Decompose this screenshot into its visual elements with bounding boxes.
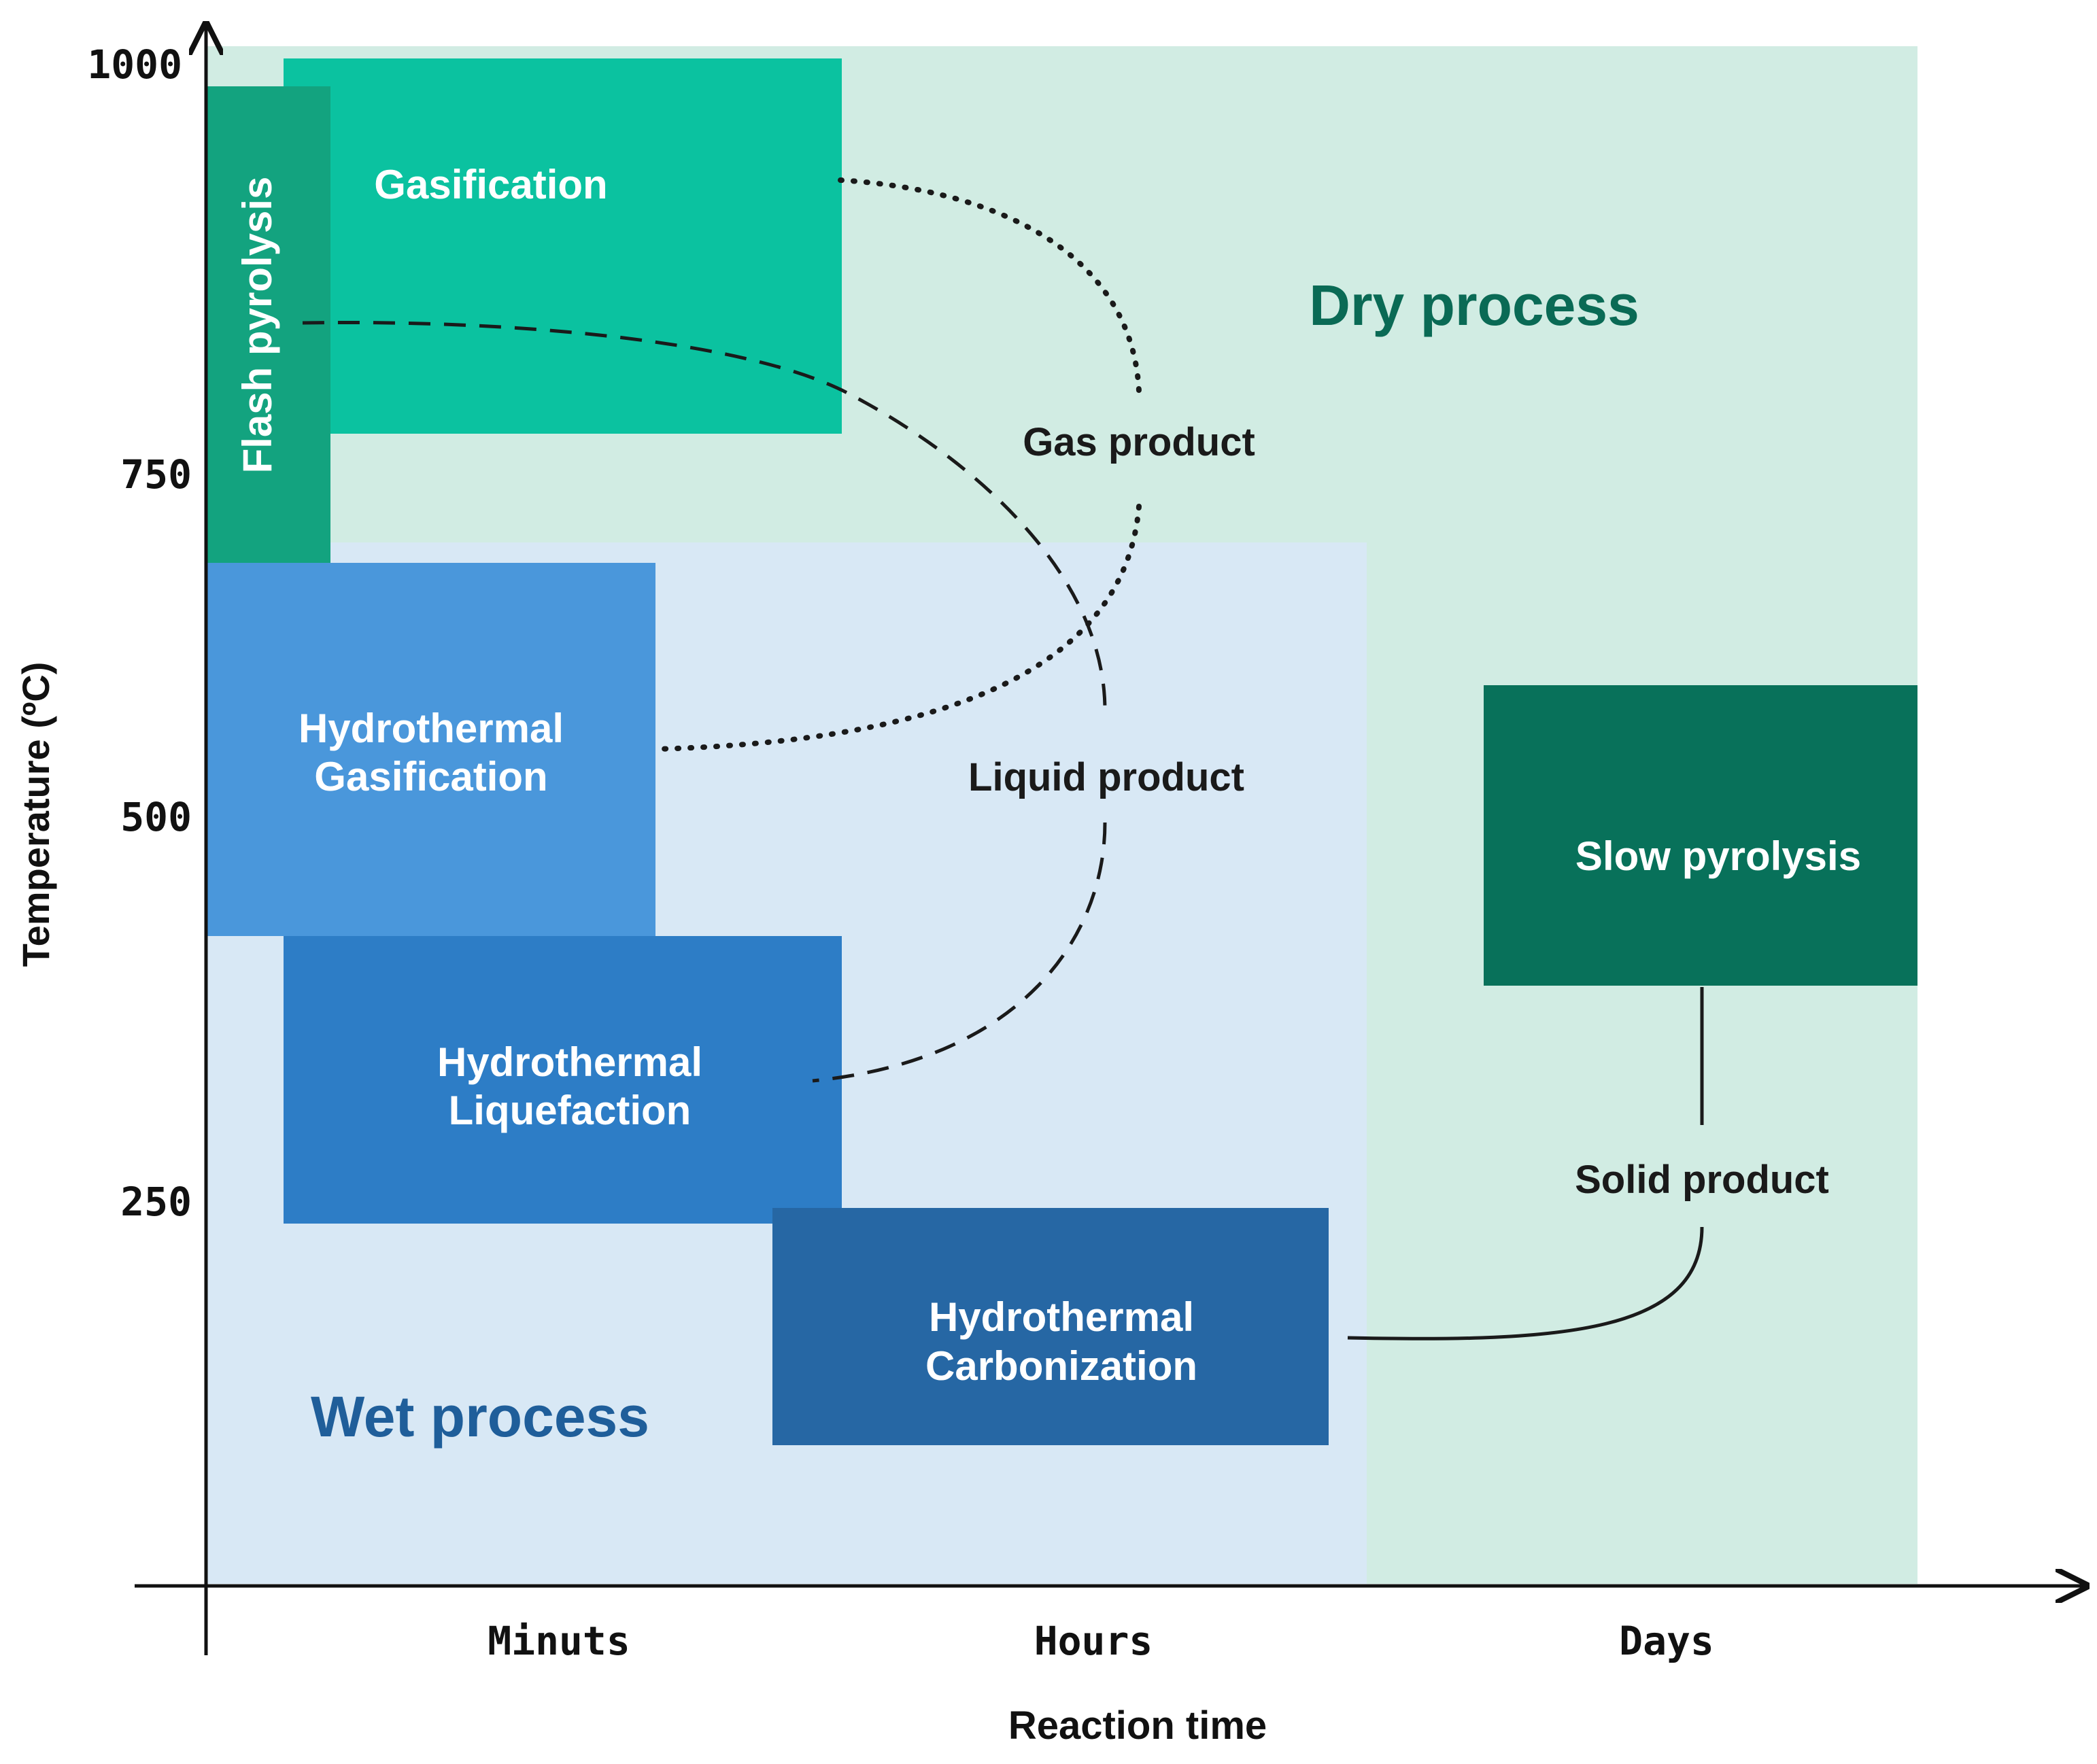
y-axis-title: Temperature (ºC) xyxy=(14,662,57,967)
slow-pyrolysis-box xyxy=(1484,685,1917,986)
x-category-label: Minuts xyxy=(488,1618,630,1664)
gas-product-line-lower xyxy=(653,504,1142,752)
gas-product-line-upper xyxy=(838,177,1142,394)
dry-process-label: Dry process xyxy=(1309,273,1639,337)
gasification-box xyxy=(284,58,842,434)
hydrothermal-liquefaction-label: Hydrothermal xyxy=(437,1039,702,1085)
flash-pyrolysis-label: Flash pyrolysis xyxy=(235,177,280,474)
gasification-label: Gasification xyxy=(374,162,607,207)
x-axis-title: Reaction time xyxy=(1008,1704,1267,1748)
hydrothermal-gasification-box xyxy=(206,563,655,936)
liquid-product-label: Liquid product xyxy=(968,755,1244,799)
y-tick-label: 500 xyxy=(120,794,192,840)
x-category-label: Hours xyxy=(1034,1618,1153,1664)
gas-product-label: Gas product xyxy=(1023,420,1255,464)
flash-pyrolysis-box xyxy=(206,86,330,597)
y-tick-label: 750 xyxy=(120,451,192,498)
hydrothermal-gasification-label: Hydrothermal xyxy=(299,706,564,751)
solid-product-label: Solid product xyxy=(1575,1158,1829,1202)
x-category-label: Days xyxy=(1619,1618,1714,1664)
y-tick-label: 250 xyxy=(120,1179,192,1225)
hydrothermal-liquefaction-label: Liquefaction xyxy=(449,1088,692,1133)
hydrothermal-carbonization-label: Carbonization xyxy=(925,1343,1197,1389)
y-tick-label: 1000 xyxy=(87,41,182,88)
hydrothermal-liquefaction-box xyxy=(284,936,842,1224)
liquid-product-line-lower xyxy=(812,822,1107,1083)
hydrothermal-carbonization-box xyxy=(772,1208,1329,1445)
hydrothermal-carbonization-label: Hydrothermal xyxy=(929,1294,1194,1340)
solid-product-line-lower xyxy=(1347,1226,1704,1341)
wet-process-label: Wet process xyxy=(311,1385,649,1449)
liquid-product-line-upper xyxy=(302,320,1107,711)
hydrothermal-gasification-label: Gasification xyxy=(314,754,547,799)
slow-pyrolysis-label: Slow pyrolysis xyxy=(1575,833,1861,879)
